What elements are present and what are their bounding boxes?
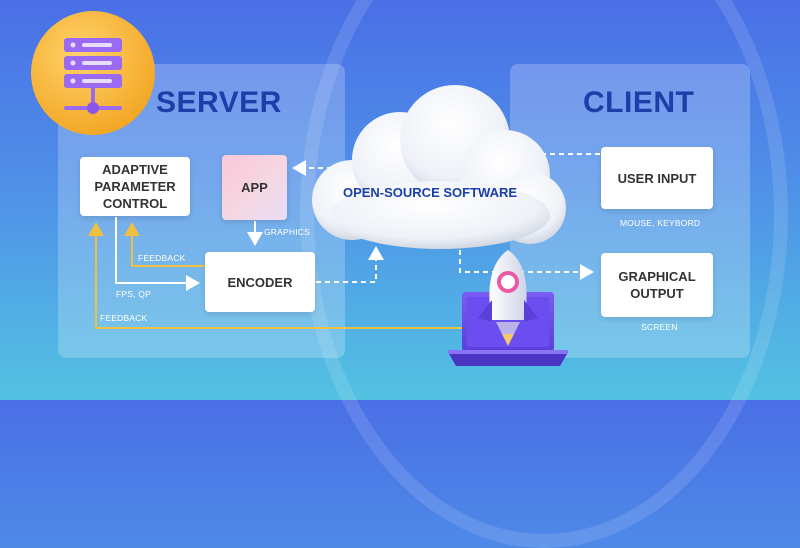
mouse-keyboard-caption: MOUSE, KEYBORD — [620, 218, 701, 228]
client-title: CLIENT — [583, 86, 695, 119]
screen-caption: SCREEN — [641, 322, 678, 332]
server-title: SERVER — [156, 86, 282, 119]
user-input-box: USER INPUT — [601, 147, 713, 209]
graphics-label: GRAPHICS — [264, 227, 310, 237]
feedback-label-top: FEEDBACK — [138, 253, 186, 263]
encoder-box: ENCODER — [205, 252, 315, 312]
fps-qp-label: FPS, QP — [116, 289, 151, 299]
feedback-label-bottom: FEEDBACK — [100, 313, 148, 323]
adaptive-parameter-control-box: ADAPTIVE PARAMETER CONTROL — [80, 157, 190, 216]
app-box: APP — [222, 155, 287, 220]
cloud-label: OPEN-SOURCE SOFTWARE — [342, 185, 518, 200]
graphical-output-box: GRAPHICAL OUTPUT — [601, 253, 713, 317]
